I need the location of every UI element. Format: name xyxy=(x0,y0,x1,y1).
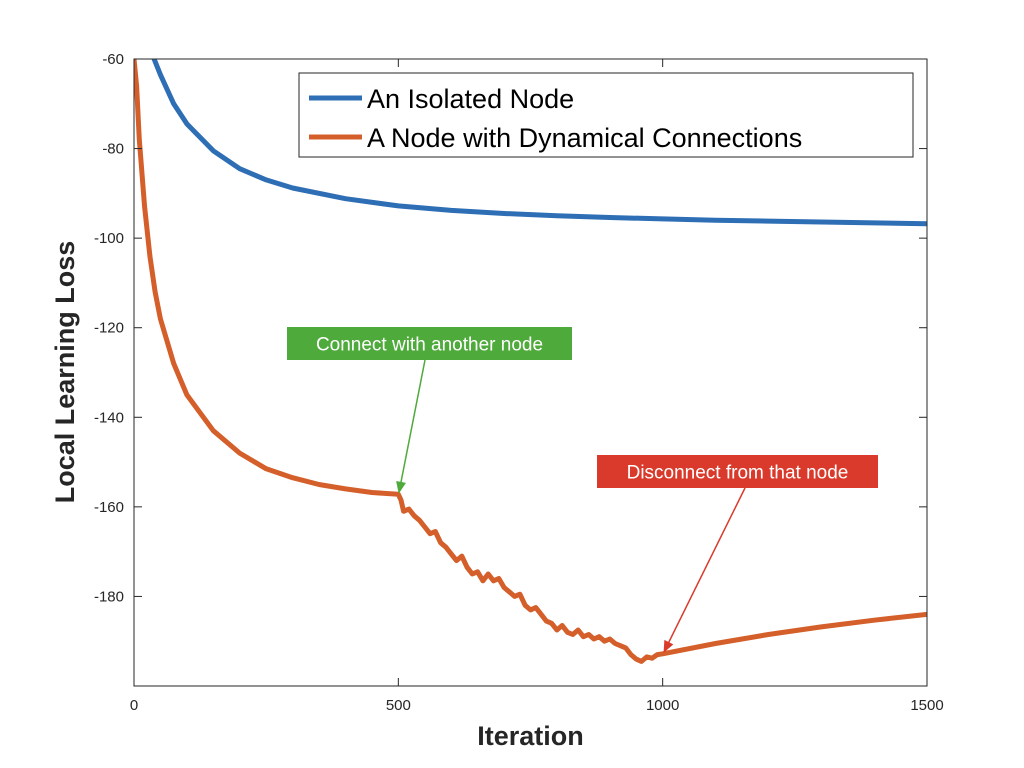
legend-box xyxy=(298,72,914,158)
x-axis-title: Iteration xyxy=(477,721,584,751)
annotation-arrow-0 xyxy=(399,359,426,487)
x-tick-label: 0 xyxy=(130,697,138,714)
legend-label-1: A Node with Dynamical Connections xyxy=(367,123,802,153)
y-tick-label: -80 xyxy=(102,141,124,158)
y-tick-label: -120 xyxy=(94,320,124,337)
y-axis-title: Local Learning Loss xyxy=(50,241,80,504)
annotation-label-0: Connect with another node xyxy=(316,335,543,356)
axes: 0 500 1000 1500 -60 -80 -100 -120 -140 -160 -180It… xyxy=(50,51,944,751)
x-tick-label: 1000 xyxy=(646,697,679,714)
x-tick-label: 500 xyxy=(386,697,411,714)
annotation-arrowhead-1 xyxy=(663,639,674,653)
y-tick-label: -180 xyxy=(94,588,124,605)
annotation-box-0 xyxy=(287,327,572,360)
plot-area xyxy=(134,59,927,664)
axes-box xyxy=(133,58,928,687)
x-tick-label: 1500 xyxy=(910,697,943,714)
y-tick-label: -140 xyxy=(94,409,124,426)
annotation-arrow-1 xyxy=(666,487,746,647)
annotation-box-1 xyxy=(597,455,878,488)
y-tick-label: -100 xyxy=(94,230,124,247)
series-line-0 xyxy=(151,59,927,227)
y-tick-label: -160 xyxy=(94,499,124,516)
series-line-1 xyxy=(134,59,927,664)
annotation-arrowhead-0 xyxy=(396,480,406,494)
legend-label-0: An Isolated Node xyxy=(367,84,574,114)
y-tick-label: -60 xyxy=(102,51,124,68)
legend: An Isolated Node A Node with Dynamical Co… xyxy=(298,72,914,158)
annotation-label-1: Disconnect from that node xyxy=(627,463,849,484)
